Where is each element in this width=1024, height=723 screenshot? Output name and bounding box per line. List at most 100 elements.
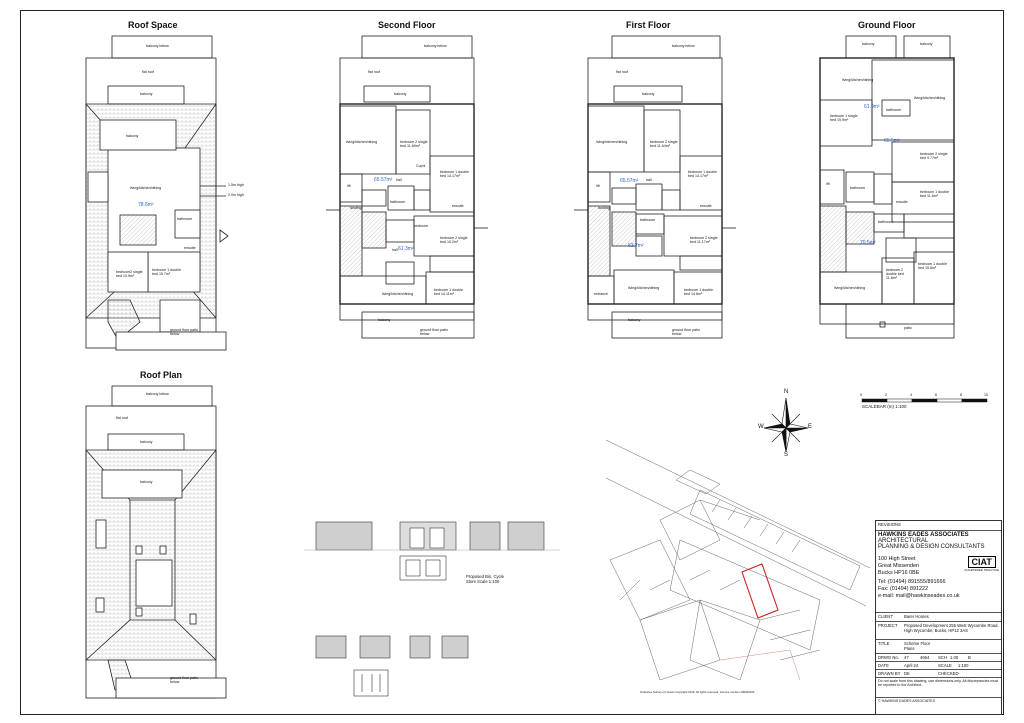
compass-s: S bbox=[784, 452, 789, 458]
second-floor-title: Second Floor bbox=[378, 20, 436, 30]
room-label: balcony below bbox=[424, 44, 447, 48]
drwg-key: DRWG No. bbox=[878, 655, 899, 660]
room-label: bedroom 2 single bed 11.17m² bbox=[690, 236, 718, 244]
compass-n: N bbox=[784, 389, 789, 395]
room-label: bathroom bbox=[886, 108, 902, 112]
room-label: Cup'd bbox=[416, 164, 426, 168]
area-label: 63.7m² bbox=[628, 243, 644, 249]
room-label: landing bbox=[598, 206, 610, 210]
note-row: Do not scale from this drawing, use dime… bbox=[876, 678, 1001, 698]
room-label: living/kitchen/dining bbox=[346, 140, 378, 144]
bin-store-caption: Proposed Bin, Cycle Store Scale 1:100 bbox=[466, 574, 504, 584]
room-label: bedroom 1 double bed 19.8m² bbox=[918, 262, 947, 270]
site-plan-copyright: Ordnance Survey (c) Crown Copyright 2016… bbox=[640, 690, 755, 694]
scalebar-tick: 4 bbox=[910, 393, 912, 397]
roof-space-plan bbox=[85, 35, 229, 351]
room-label: balcony bbox=[628, 318, 641, 322]
area-label: 65.57m² bbox=[374, 177, 393, 183]
first-floor-title: First Floor bbox=[626, 20, 671, 30]
room-label: living/kitchen/dining bbox=[914, 96, 946, 100]
room-label: balcony bbox=[126, 134, 139, 138]
scalebar-tick: 2 bbox=[885, 393, 887, 397]
ciat-logo: CIAT bbox=[967, 556, 996, 568]
project-key: PROJECT bbox=[878, 623, 898, 628]
bin-cycle-store-drawings bbox=[304, 521, 560, 697]
room-label: bathroom bbox=[850, 186, 866, 190]
room-label: bathroom bbox=[640, 218, 656, 222]
drawing-sheet-border bbox=[20, 10, 1004, 715]
company-sub1: ARCHITECTURAL bbox=[878, 538, 929, 544]
room-label: ground floor patio below bbox=[420, 328, 448, 336]
scale-key: SCALE bbox=[938, 663, 952, 668]
room-label: balcony bbox=[642, 92, 655, 96]
room-label: bedroom 2 single bed 10.2m² bbox=[440, 236, 468, 244]
room-label: bedroom 1 double bed 15.7m² bbox=[152, 268, 181, 276]
room-label: balcony bbox=[378, 318, 391, 322]
room-label: bedroom 1 double bed 14.17m² bbox=[688, 170, 717, 178]
address-line: 100 High Street bbox=[878, 556, 916, 562]
compass-w: W bbox=[758, 424, 764, 430]
room-label: ground floor patio below bbox=[170, 328, 198, 336]
client-value: Barer Homes bbox=[904, 614, 929, 619]
room-label: balcony bbox=[140, 440, 153, 444]
room-label: living/kitchen/dining bbox=[382, 292, 414, 296]
roof-plan-title: Roof Plan bbox=[140, 370, 182, 380]
revisions-row: REVISIONS bbox=[876, 521, 1001, 531]
room-label: lift bbox=[826, 182, 830, 186]
room-label: bathroom bbox=[878, 220, 894, 224]
room-label: flat roof bbox=[616, 70, 628, 74]
roof-plan bbox=[85, 385, 227, 699]
area-label: 70.5m² bbox=[860, 240, 876, 246]
room-label: balcony bbox=[862, 42, 875, 46]
room-label: bedroom 1 single bed 19.9m² bbox=[830, 114, 858, 122]
room-label: balcony bbox=[920, 42, 933, 46]
site-location-plan bbox=[605, 439, 871, 681]
room-label: bathroom bbox=[177, 217, 193, 221]
room-label: entrance bbox=[594, 292, 608, 296]
roof-space-title: Roof Space bbox=[128, 20, 178, 30]
scalebar bbox=[861, 398, 988, 403]
ciat-sub: CHARTERED PRACTICE bbox=[964, 568, 999, 572]
room-label: hall bbox=[396, 178, 402, 182]
email: e-mail: mail@hawkinseades.co.uk bbox=[878, 593, 960, 599]
project-value: Proposed Development 255 West Wycombe Ro… bbox=[904, 623, 999, 633]
room-label: living/kitchen/dining bbox=[596, 140, 628, 144]
room-label: landing bbox=[350, 206, 362, 210]
room-label: lift bbox=[347, 184, 351, 188]
room-label: bedroom 2 single bed 9.77m² bbox=[920, 152, 948, 160]
client-key: CLIENT bbox=[878, 614, 893, 619]
address-line: Bucks HP16 0BE bbox=[878, 570, 920, 576]
area-label: 65.57m² bbox=[620, 178, 639, 184]
compass-e: E bbox=[808, 424, 813, 430]
project-row: PROJECT Proposed Development 255 West Wyc… bbox=[876, 622, 1001, 640]
room-label: living/kitchen/dining bbox=[842, 78, 874, 82]
area-label: 65.5m² bbox=[884, 138, 900, 144]
room-label: ensuite bbox=[896, 200, 908, 204]
rev-value: B bbox=[968, 655, 971, 660]
scalebar-tick: 8 bbox=[960, 393, 962, 397]
room-label: bedroom2 single bed 10.9m² bbox=[116, 270, 143, 278]
scale-note: Do not scale from this drawing, use dime… bbox=[878, 679, 999, 687]
title-value: Scheme Floor Plans bbox=[904, 641, 931, 651]
scale-value: 1:100 bbox=[958, 663, 969, 668]
tel: Tel: (01494) 891555/891666 bbox=[878, 579, 946, 585]
scalebar-label: SCALEBAR (m) 1:100 bbox=[862, 404, 907, 409]
title-block: REVISIONS HAWKINS EADES ASSOCIATES ARCHI… bbox=[875, 520, 1002, 715]
area-label: 61.9m² bbox=[864, 104, 880, 110]
room-label: balcony below bbox=[672, 44, 695, 48]
north-arrow-compass bbox=[763, 397, 809, 453]
room-label: bedroom 2 single bed 11.64m² bbox=[650, 140, 678, 148]
room-label: living/kitchen/dining bbox=[130, 186, 162, 190]
room-label: lift bbox=[596, 184, 600, 188]
fax: Fax: (01494) 891222 bbox=[878, 586, 929, 592]
checked-value: - bbox=[958, 671, 960, 676]
checked-key: CHECKED bbox=[938, 671, 959, 676]
scalebar-tick: 6 bbox=[935, 393, 937, 397]
height-note: 1.5m high bbox=[228, 183, 244, 187]
room-label: balcony bbox=[140, 480, 153, 484]
ground-floor-title: Ground Floor bbox=[858, 20, 916, 30]
